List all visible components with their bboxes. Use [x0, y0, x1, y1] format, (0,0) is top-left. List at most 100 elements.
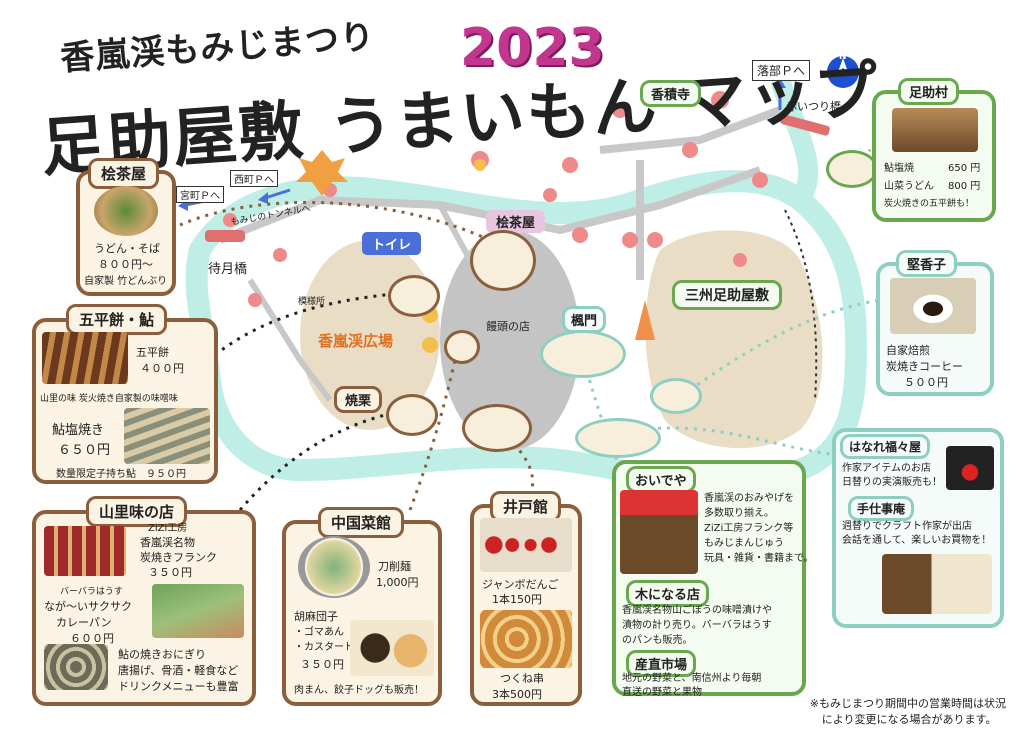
connector-katakoushi — [689, 298, 881, 392]
idokan-bubble[interactable] — [462, 404, 532, 452]
ochibe-label: 落部Ｐへ — [752, 60, 811, 81]
card-yamazato-l10: 唐揚げ、骨酒・軽食など — [118, 664, 239, 677]
manju-shop-label: 饅頭の店 — [486, 320, 530, 333]
katakoushi-bubble[interactable] — [650, 378, 702, 414]
red-suspension-bridge — [780, 114, 830, 136]
card-gohei-item1-name: 五平餅 — [136, 346, 169, 359]
coffee-photo — [890, 278, 976, 334]
card-oideya-l8: のパンも販売。 — [622, 635, 693, 646]
card-katakoushi-l3: ５００円 — [904, 376, 948, 389]
year-label: 2023 — [460, 18, 605, 78]
hinokichaya-bubble[interactable] — [470, 230, 536, 291]
card-hanare-title: はなれ福々屋 — [840, 434, 931, 459]
card-yamazato-l1: ZiZi工房 — [148, 523, 188, 534]
orange-tree — [635, 300, 655, 340]
card-yamazato-l3: 炭焼きフランク — [140, 551, 217, 564]
arrow-nishimachi — [264, 188, 291, 200]
card-oideya-l2: 多数取り揃え。 — [704, 508, 774, 519]
card-hinokichaya-l1: うどん・そば — [94, 242, 160, 255]
compass-icon — [827, 56, 859, 88]
card-oideya-l6: 香嵐渓名物山ごぼうの味噌漬けや — [622, 605, 772, 616]
footer-note-l1: ※もみじまつり期間中の営業時間は状況 — [809, 697, 1006, 711]
road-branch — [437, 203, 473, 262]
card-chuka-l1: 刀削麺 — [378, 560, 411, 573]
card-hanare-title2: 手仕事庵 — [848, 496, 915, 521]
card-yamazato-l2: 香嵐渓名物 — [140, 536, 195, 549]
dango-photo — [480, 518, 572, 572]
card-gohei-item2-desc: 数量限定子持ち鮎 ９５０円 — [56, 469, 186, 480]
plaza-label: 香嵐渓広場 — [318, 332, 394, 350]
curry-pan-photo — [152, 584, 244, 638]
card-yamazato-l5: バーバラはうす — [60, 587, 123, 597]
card-yamazato-l11: ドリンクメニューも豊富 — [118, 680, 239, 693]
card-katakoushi-title: 堅香子 — [896, 250, 958, 277]
card-gohei-item2-price: ６５０円 — [58, 443, 111, 458]
footer-note-l2: により変更になる場合があります。 — [821, 712, 997, 726]
card-idokan-l2: 1本150円 — [492, 593, 542, 606]
card-hanare-l4: 会話を通して、楽しいお買物を！ — [842, 535, 992, 546]
yakiguri-label: 焼栗 — [334, 386, 383, 413]
road-west — [247, 278, 333, 402]
tsukune-photo — [480, 610, 572, 668]
craft-photo — [882, 554, 992, 614]
card-asukemura-l3: 山菜うどん — [884, 181, 934, 192]
card-asukemura-title: 足助村 — [898, 78, 960, 105]
card-yamazato-l7: カレーパン — [56, 616, 112, 629]
asukemura-bubble[interactable] — [826, 150, 878, 188]
card-asukemura-l1: 鮎塩焼 — [884, 163, 914, 174]
card-idokan-l3: つくね串 — [500, 672, 544, 685]
card-hanare-l2: 日替りの実演販売も！ — [842, 477, 942, 488]
akai-tsuribashi-label: 赤いつり橋 — [786, 100, 841, 113]
card-oideya-title: おいでや — [626, 466, 696, 493]
card-gohei-item2-name: 鮎塩焼き — [52, 423, 105, 438]
card-chuka-l2: 1,000円 — [376, 576, 419, 589]
goma-dango-photo — [350, 620, 434, 676]
card-yamazato-l9: 鮎の焼きおにぎり — [118, 648, 206, 661]
taigetsukyo-label: 待月橋 — [208, 262, 248, 277]
card-hinokichaya-l2: ８００円～ — [98, 258, 153, 271]
card-oideya-l3: ZiZi工房フランク等 — [704, 523, 794, 534]
kanban-label: 模様所 — [298, 297, 326, 307]
taigetsukyo-bridge — [205, 230, 245, 242]
compass-n: N — [839, 52, 847, 62]
onigiri-photo — [44, 644, 108, 690]
card-oideya-title3: 産直市場 — [626, 650, 697, 677]
plaza-grey-area — [440, 230, 580, 450]
card-gohei-title: 五平餅・鮎 — [66, 304, 168, 335]
ayu-set-photo — [892, 108, 978, 152]
card-asukemura-l5: 炭火焼きの五平餅も！ — [884, 199, 975, 209]
card-oideya-l7: 漬物の計り売り。バーバラはうす — [622, 620, 772, 631]
connector-hanare — [639, 426, 841, 457]
fukufuku-item-photo — [946, 446, 994, 490]
gohei-photo — [42, 332, 128, 384]
card-oideya-l9: 地元の野菜と、南信州より毎朝 — [622, 673, 762, 684]
road-upper — [599, 106, 782, 154]
card-oideya-l1: 香嵐渓のおみやげを — [704, 493, 794, 504]
oideya-shop-photo — [620, 490, 698, 574]
card-oideya-title2: 木になる店 — [626, 580, 710, 607]
card-chuka-l6: ３５０円 — [300, 658, 344, 671]
card-asukemura-l2: 650 円 — [948, 163, 981, 174]
chuka-bubble[interactable] — [444, 330, 480, 364]
gohei-bubble[interactable] — [388, 275, 440, 317]
card-chuka-l7: 肉まん、餃子ドッグも販売！ — [294, 685, 424, 696]
card-asukemura-l4: 800 円 — [948, 181, 981, 192]
hinokichaya-map-label: 桧茶屋 — [486, 210, 546, 233]
yakiguri-bubble[interactable] — [386, 394, 438, 436]
card-oideya-l10: 直送の野菜と果物 — [622, 687, 702, 698]
udon-photo — [94, 186, 158, 236]
kaede-mon-bubble[interactable] — [540, 330, 626, 378]
card-chuka-title: 中国菜館 — [318, 507, 405, 538]
river-upper — [770, 76, 819, 206]
card-yamazato-l8: ６００円 — [70, 632, 114, 645]
card-gohei-item1-desc: 山里の味 炭火焼き自家製の味噌味 — [40, 394, 178, 404]
card-hinokichaya-title: 桧茶屋 — [88, 158, 160, 189]
card-hinokichaya-l3: 自家製 竹どんぶり — [84, 276, 168, 287]
connector-chuka — [408, 347, 460, 511]
card-katakoushi-l2: 炭焼きコーヒー — [886, 360, 963, 373]
card-yamazato-title: 山里味の店 — [86, 496, 188, 527]
card-chuka-l4: ・ゴマあん — [294, 627, 344, 638]
nishimachi-label: 西町Ｐへ — [230, 170, 278, 187]
oideya-bubble[interactable] — [575, 418, 661, 458]
card-idokan-l1: ジャンボだんご — [482, 578, 559, 591]
